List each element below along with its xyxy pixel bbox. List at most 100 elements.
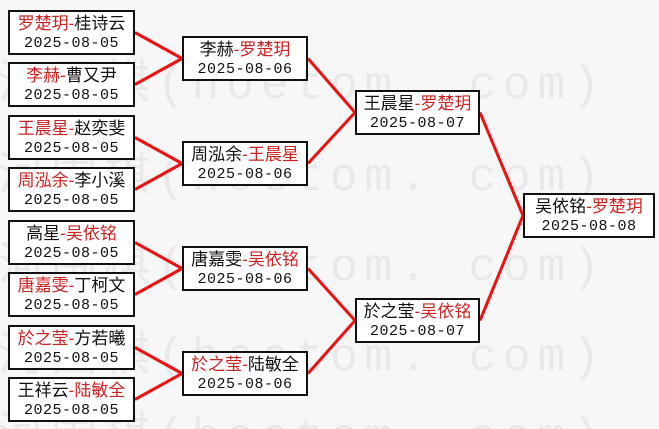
vs-dash: -: [242, 250, 248, 269]
match-players: 李赫-曹又尹: [10, 65, 133, 86]
match-players: 唐嘉雯-吴依铭: [184, 249, 306, 270]
match-date: 2025-08-06: [197, 271, 293, 288]
vs-dash: -: [586, 197, 592, 216]
match-date: 2025-08-05: [23, 350, 119, 367]
player-name: 王祥云: [17, 381, 69, 400]
match-players: 王晨星-赵奕斐: [10, 118, 133, 139]
vs-dash: -: [68, 171, 75, 190]
bracket-connector-line: [134, 57, 183, 86]
player-name: 周泓余: [191, 145, 243, 164]
player-name: 罗楚玥: [239, 40, 291, 59]
match-players: 周泓余-王晨星: [184, 144, 306, 165]
player-name: 吴依铭: [247, 250, 299, 269]
player-name: 李赫: [199, 40, 234, 59]
match-players: 於之莹-陆敏全: [184, 354, 306, 375]
bracket-connector-line: [134, 31, 183, 60]
bracket-connector-line: [134, 372, 183, 401]
player-name: 方若曦: [74, 329, 126, 348]
match-players: 高星-吴依铭: [10, 223, 133, 244]
player-name: 王晨星: [247, 145, 299, 164]
player-name: 桂诗云: [74, 14, 126, 33]
bracket-connector-line: [134, 267, 183, 296]
match-date: 2025-08-05: [23, 140, 119, 157]
match-date: 2025-08-05: [23, 35, 119, 52]
match-players: 於之莹-方若曦: [10, 328, 133, 349]
player-name: 陆敏全: [247, 355, 299, 374]
watermark-text: 横河围棋(hoetom. com): [0, 398, 607, 429]
match-players: 李赫-罗楚玥: [184, 39, 306, 60]
player-name: 王晨星: [363, 94, 415, 113]
player-name: 曹又尹: [65, 66, 117, 85]
player-name: 李小溪: [74, 171, 126, 190]
bracket-connector-line: [134, 346, 183, 375]
player-name: 吴依铭: [65, 224, 117, 243]
bracket-connector-line: [306, 319, 357, 375]
bracket-connector-line: [134, 136, 183, 165]
vs-dash: -: [68, 329, 75, 348]
vs-dash: -: [68, 381, 75, 400]
vs-dash: -: [242, 355, 248, 374]
match-players: 罗楚玥-桂诗云: [10, 13, 133, 34]
match-players: 吴依铭-罗楚玥: [525, 196, 653, 217]
match-date: 2025-08-07: [369, 323, 465, 340]
vs-dash: -: [233, 40, 240, 59]
match-date: 2025-08-05: [23, 245, 119, 262]
match-date: 2025-08-05: [23, 297, 119, 314]
bracket-connector-line: [134, 162, 183, 191]
bracket-connector-line: [478, 111, 525, 217]
vs-dash: -: [60, 224, 66, 243]
player-name: 周泓余: [17, 171, 69, 190]
vs-dash: -: [68, 14, 75, 33]
match-players: 於之莹-吴依铭: [357, 301, 478, 322]
player-name: 王晨星: [17, 119, 69, 138]
vs-dash: -: [242, 145, 248, 164]
player-name: 赵奕斐: [74, 119, 126, 138]
player-name: 於之莹: [17, 329, 69, 348]
vs-dash: -: [68, 119, 75, 138]
match-players: 王晨星-罗楚玥: [357, 93, 478, 114]
player-name: 罗楚玥: [17, 14, 69, 33]
vs-dash: -: [68, 276, 75, 295]
match-date: 2025-08-05: [23, 192, 119, 209]
player-name: 丁柯文: [74, 276, 126, 295]
player-name: 於之莹: [363, 302, 415, 321]
match-players: 王祥云-陆敏全: [10, 380, 133, 401]
player-name: 罗楚玥: [420, 94, 472, 113]
match-date: 2025-08-08: [541, 218, 637, 235]
match-players: 周泓余-李小溪: [10, 170, 133, 191]
player-name: 唐嘉雯: [191, 250, 243, 269]
bracket-connector-line: [134, 241, 183, 270]
player-name: 於之莹: [191, 355, 243, 374]
player-name: 唐嘉雯: [17, 276, 69, 295]
match-date: 2025-08-06: [197, 61, 293, 78]
match-date: 2025-08-06: [197, 166, 293, 183]
bracket-connector-line: [306, 57, 357, 114]
match-date: 2025-08-05: [23, 87, 119, 104]
bracket-connector-line: [306, 111, 357, 165]
match-date: 2025-08-07: [369, 115, 465, 132]
player-name: 吴依铭: [535, 197, 587, 216]
match-date: 2025-08-05: [23, 402, 119, 419]
match-players: 唐嘉雯-丁柯文: [10, 275, 133, 296]
player-name: 罗楚玥: [591, 197, 643, 216]
player-name: 吴依铭: [420, 302, 472, 321]
bracket-connector-line: [306, 267, 357, 322]
bracket-connector-line: [478, 214, 525, 322]
match-date: 2025-08-06: [197, 376, 293, 393]
